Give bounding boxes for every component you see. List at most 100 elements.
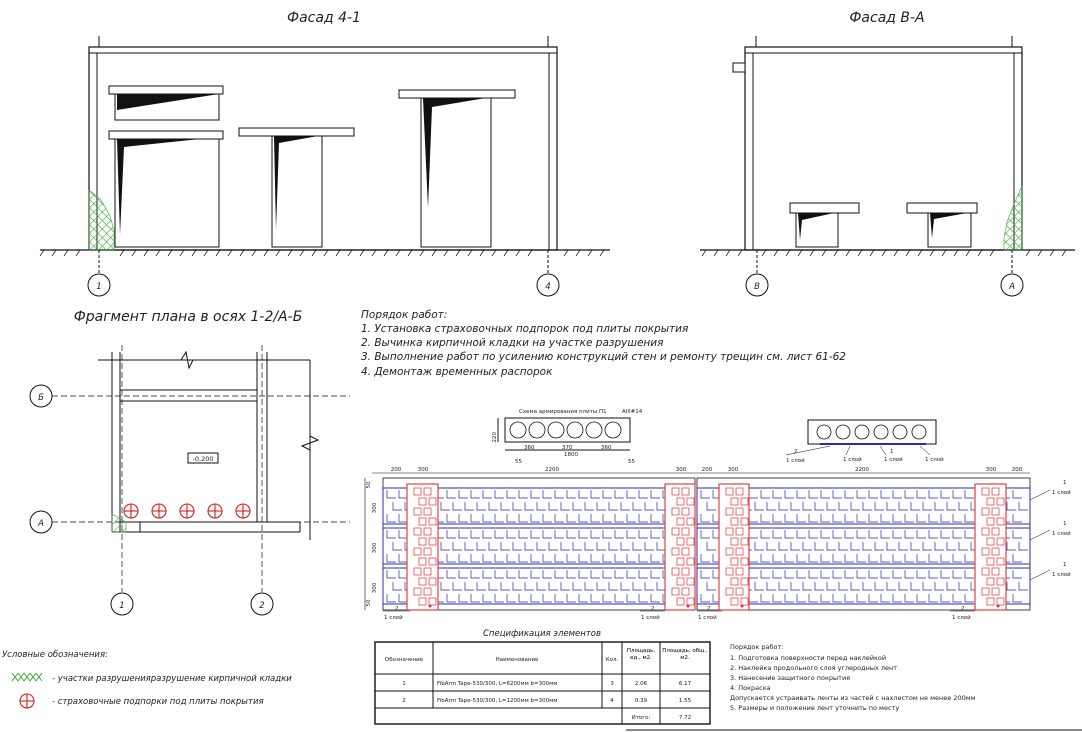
strip-brick-cell xyxy=(608,542,618,551)
strip-brick-cell xyxy=(464,502,474,511)
strip-brick-cell xyxy=(506,570,516,579)
strip-brick-cell xyxy=(754,542,764,551)
red-strip-cell xyxy=(418,517,427,526)
strip-brick-cell xyxy=(626,554,636,563)
strip-brick-cell xyxy=(928,514,938,523)
red-strip-cell xyxy=(418,497,427,506)
work-order-1-step: 2. Вычинка кирпичной кладки на участке р… xyxy=(361,337,663,349)
red-strip-cell xyxy=(413,567,422,576)
strip-brick-cell xyxy=(650,530,660,539)
red-strip-cell xyxy=(725,527,734,536)
strip-brick-cell xyxy=(524,502,534,511)
red-strip-cell xyxy=(418,557,427,566)
red-strip-cell xyxy=(681,487,690,496)
strip-brick-cell xyxy=(856,530,866,539)
strip-brick-cell xyxy=(748,530,758,539)
strip-brick-cell xyxy=(494,514,504,523)
strip-brick-cell xyxy=(946,502,956,511)
strip-brick-cell xyxy=(488,542,498,551)
strip-brick-cell xyxy=(512,542,522,551)
strip-brick-cell xyxy=(458,530,468,539)
strip-brick-cell xyxy=(784,570,794,579)
strip-brick-cell xyxy=(796,514,806,523)
slab-dim: 55 xyxy=(628,459,635,465)
red-strip-cell xyxy=(681,547,690,556)
strip-brick-cell xyxy=(928,554,938,563)
strip-brick-cell xyxy=(748,514,758,523)
strip-brick-cell xyxy=(796,554,806,563)
strip-brick-cell xyxy=(826,582,836,591)
strip-brick-cell xyxy=(632,542,642,551)
strip-brick-cell xyxy=(578,514,588,523)
strip-brick-cell xyxy=(614,530,624,539)
strip-brick-cell xyxy=(596,502,606,511)
strip-top-dim: 2200 xyxy=(855,467,869,473)
strip-plan: 200 300 2200 300 200 300 2200 300 200 50… xyxy=(364,467,1071,621)
red-strip-cell xyxy=(681,567,690,576)
blue-strip-band xyxy=(696,487,1031,525)
strip-brick-cell xyxy=(446,514,456,523)
strip-brick-cell xyxy=(880,530,890,539)
strip-brick-cell xyxy=(560,542,570,551)
plan-level-mark: -0,200 xyxy=(193,455,214,463)
strip-brick-cell xyxy=(772,594,782,603)
strip-brick-cell xyxy=(934,502,944,511)
strip-brick-cell xyxy=(940,570,950,579)
strip-brick-cell xyxy=(892,514,902,523)
red-strip-cell xyxy=(740,517,749,526)
strip-brick-cell xyxy=(940,514,950,523)
strip-brick-cell xyxy=(1012,530,1022,539)
strip-brick-cell xyxy=(500,582,510,591)
strip-brick-cell xyxy=(700,554,710,563)
red-strip-cell xyxy=(686,597,695,606)
red-strip-cell xyxy=(725,487,734,496)
strip-brick-cell xyxy=(868,490,878,499)
strip-left-dim: 300 xyxy=(372,582,378,593)
red-strip-cell xyxy=(981,567,990,576)
strip-brick-cell xyxy=(386,594,396,603)
red-strip-cell xyxy=(996,577,1005,586)
strip-brick-cell xyxy=(650,554,660,563)
strip-brick-cell xyxy=(602,554,612,563)
strip-brick-cell xyxy=(452,542,462,551)
red-strip-cell xyxy=(413,527,422,536)
strip-brick-cell xyxy=(470,570,480,579)
strip-brick-cell xyxy=(542,594,552,603)
legend-item: - страховочные подпорки под плиты покрыт… xyxy=(52,697,264,707)
strip-brick-cell xyxy=(542,530,552,539)
strip-right-label: 1 xyxy=(1063,562,1067,568)
strip-brick-cell xyxy=(880,490,890,499)
strip-brick-cell xyxy=(856,594,866,603)
strip-brick-cell xyxy=(620,502,630,511)
strip-brick-cell xyxy=(650,514,660,523)
strip-brick-cell xyxy=(808,530,818,539)
strip-brick-cell xyxy=(578,554,588,563)
strip-brick-cell xyxy=(650,594,660,603)
facade-4-1: Фасад 4-1 xyxy=(39,10,610,297)
strip-brick-cell xyxy=(566,570,576,579)
strip-brick-cell xyxy=(844,570,854,579)
strip-brick-cell xyxy=(602,490,612,499)
red-strip-cell xyxy=(981,587,990,596)
strip-brick-cell xyxy=(1006,542,1016,551)
strip-brick-cell xyxy=(964,570,974,579)
strip-brick-cell xyxy=(386,530,396,539)
strip-brick-cell xyxy=(554,490,564,499)
spec-cell: FibArm Tape-530/300, L=1200мм b=300мм xyxy=(437,698,557,704)
strip-brick-cell xyxy=(832,554,842,563)
strip-brick-cell xyxy=(644,582,654,591)
strip-brick-cell xyxy=(880,594,890,603)
strip-brick-cell xyxy=(706,502,716,511)
strip-brick-cell xyxy=(868,594,878,603)
strip-brick-cell xyxy=(626,490,636,499)
strip-brick-cell xyxy=(700,530,710,539)
strip-brick-cell xyxy=(796,490,806,499)
strip-brick-cell xyxy=(584,502,594,511)
red-strip-cell xyxy=(981,527,990,536)
strip-brick-cell xyxy=(904,514,914,523)
strip-brick-cell xyxy=(572,542,582,551)
strip-brick-cell xyxy=(850,582,860,591)
strip-brick-cell xyxy=(638,490,648,499)
strip-brick-cell xyxy=(554,594,564,603)
red-strip-cell xyxy=(730,537,739,546)
